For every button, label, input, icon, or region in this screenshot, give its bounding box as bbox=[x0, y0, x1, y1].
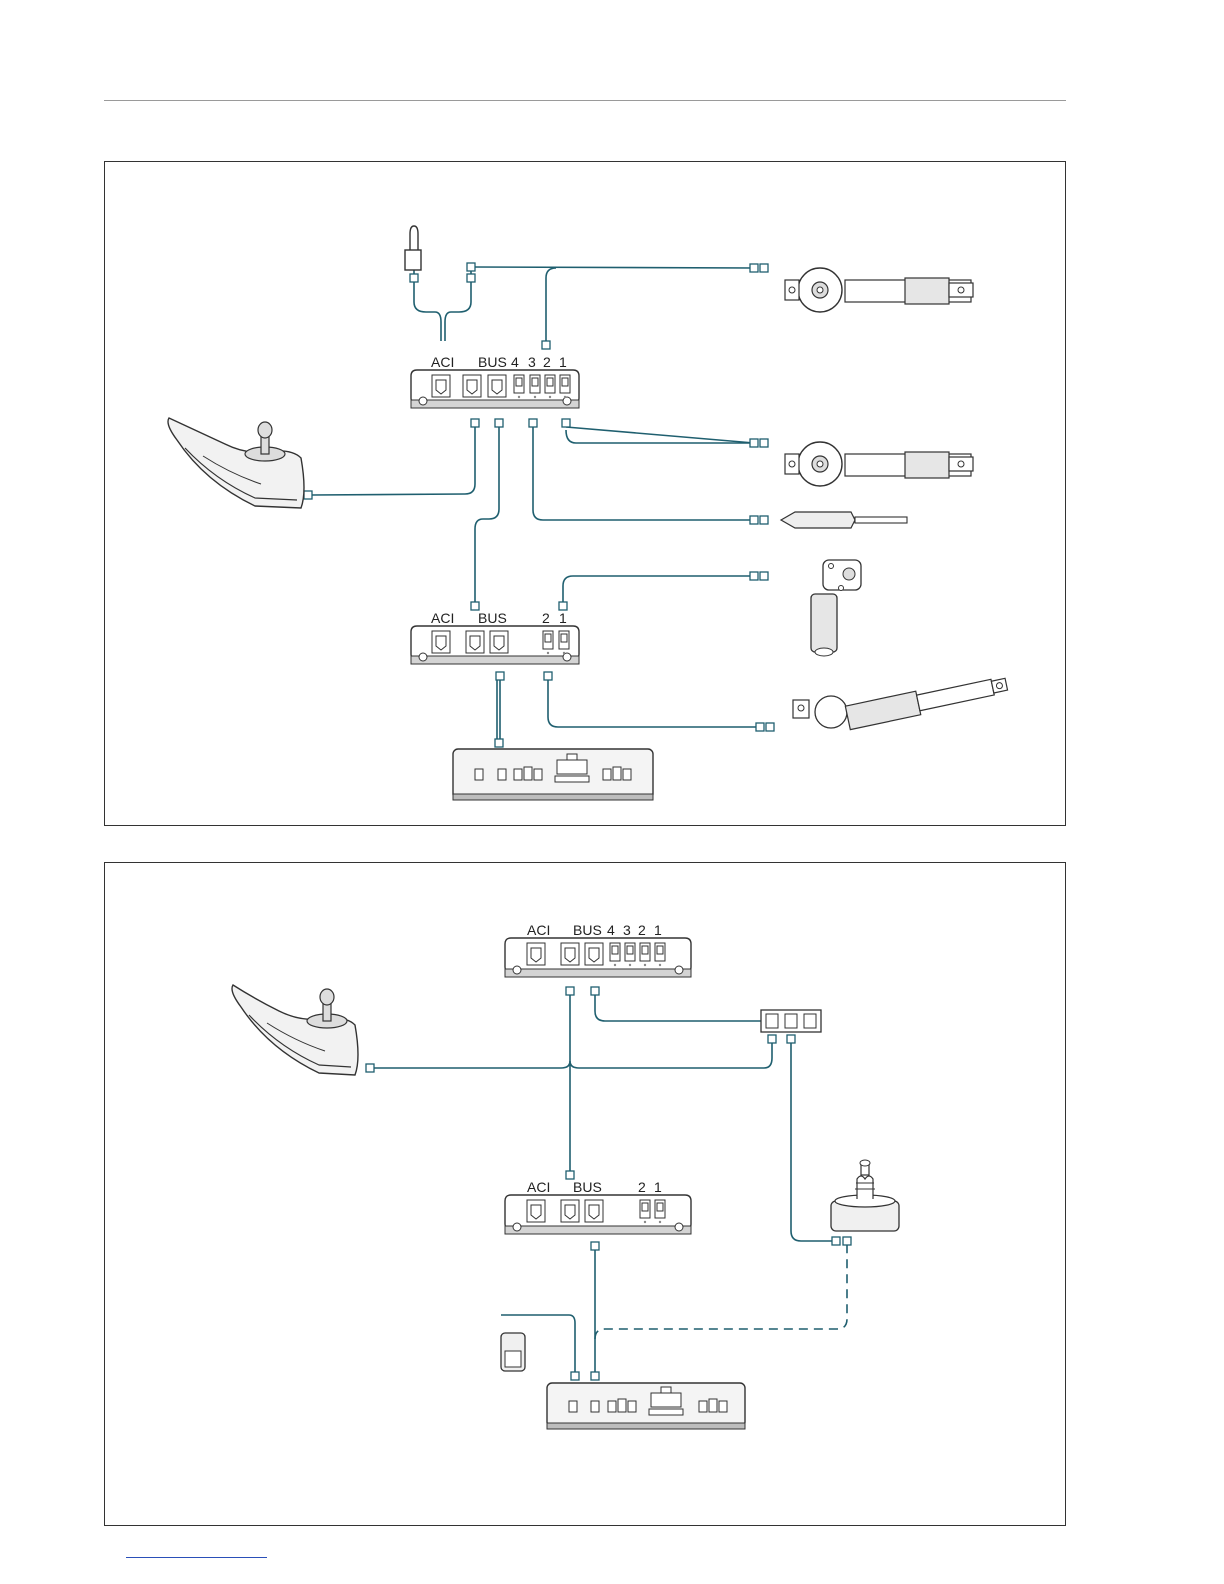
actuator-3-icon bbox=[793, 672, 1009, 729]
module-a-ch2-label: 2 bbox=[543, 354, 551, 370]
control-module-b-2: ACI BUS 2 1 bbox=[505, 1179, 691, 1234]
control-module-b: ACI BUS 2 1 bbox=[411, 610, 579, 664]
power-module bbox=[453, 749, 653, 800]
module-a2-ch1-label: 1 bbox=[654, 922, 662, 938]
junction-box bbox=[761, 1010, 821, 1032]
module-b2-bus-label: BUS bbox=[573, 1179, 602, 1195]
module-b2-ch2-label: 2 bbox=[638, 1179, 646, 1195]
hand-control-joystick-2-icon bbox=[232, 985, 358, 1075]
module-b2-aci-label: ACI bbox=[527, 1179, 550, 1195]
sensor-icon bbox=[781, 512, 907, 528]
module-a2-ch4-label: 4 bbox=[607, 922, 615, 938]
module-a-ch4-label: 4 bbox=[511, 354, 519, 370]
wiring-diagram-1: ACI BUS 4 3 2 1 ACI BUS 2 1 bbox=[104, 161, 1066, 826]
cables-diagram-2 bbox=[373, 995, 847, 1375]
hand-control-joystick-icon bbox=[168, 418, 304, 508]
module-a2-ch2-label: 2 bbox=[638, 922, 646, 938]
module-a2-aci-label: ACI bbox=[527, 922, 550, 938]
module-a-ch1-label: 1 bbox=[559, 354, 567, 370]
actuator-2-icon bbox=[785, 442, 973, 486]
module-a-ch3-label: 3 bbox=[528, 354, 536, 370]
cables-diagram-1 bbox=[312, 267, 760, 739]
diagram-2-svg: ACI BUS 4 3 2 1 ACI BUS 2 1 bbox=[105, 863, 1065, 1525]
power-module-2 bbox=[547, 1383, 745, 1429]
module-b-aci-label: ACI bbox=[431, 610, 454, 626]
footer-link-underline[interactable] bbox=[126, 1557, 267, 1558]
wiring-diagram-2: ACI BUS 4 3 2 1 ACI BUS 2 1 bbox=[104, 862, 1066, 1526]
switch-box-icon bbox=[501, 1333, 525, 1371]
module-b-ch2-label: 2 bbox=[542, 610, 550, 626]
module-b2-ch1-label: 1 bbox=[654, 1179, 662, 1195]
module-a-aci-label: ACI bbox=[431, 354, 454, 370]
attendant-joystick-icon bbox=[831, 1160, 899, 1231]
control-module-a-2: ACI BUS 4 3 2 1 bbox=[505, 922, 691, 977]
module-a2-ch3-label: 3 bbox=[623, 922, 631, 938]
control-module-a: ACI BUS 4 3 2 1 bbox=[411, 354, 579, 408]
aci-plug-icon bbox=[405, 226, 421, 270]
module-a-bus-label: BUS bbox=[478, 354, 507, 370]
header-rule bbox=[104, 100, 1066, 101]
motor-bracket-icon bbox=[811, 560, 861, 656]
module-b-bus-label: BUS bbox=[478, 610, 507, 626]
module-a2-bus-label: BUS bbox=[573, 922, 602, 938]
module-b-ch1-label: 1 bbox=[559, 610, 567, 626]
diagram-1-svg: ACI BUS 4 3 2 1 ACI BUS 2 1 bbox=[105, 162, 1065, 825]
connectors-diagram-1 bbox=[304, 263, 774, 747]
actuator-1-icon bbox=[785, 268, 973, 312]
connectors-diagram-2 bbox=[366, 987, 851, 1380]
